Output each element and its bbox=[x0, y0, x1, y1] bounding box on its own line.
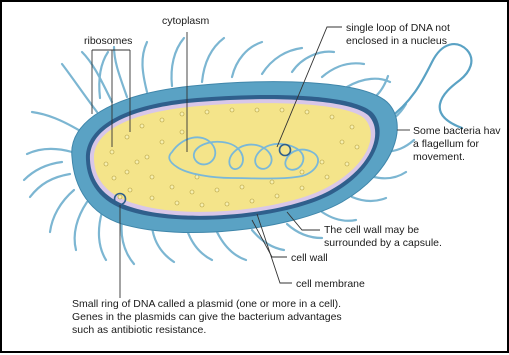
label-flagellum-line1: Some bacteria hav bbox=[413, 125, 501, 137]
caption-line3: such as antibiotic resistance. bbox=[72, 324, 492, 337]
label-ribosomes: ribosomes bbox=[84, 35, 132, 47]
caption-line1: Small ring of DNA called a plasmid (one … bbox=[72, 298, 492, 311]
plasmid-caption: Small ring of DNA called a plasmid (one … bbox=[72, 298, 492, 337]
label-dna-line2: enclosed in a nucleus bbox=[346, 35, 447, 47]
label-flagellum-line2: a flagellum for bbox=[413, 138, 479, 150]
label-flagellum-line3: movement. bbox=[413, 151, 465, 163]
label-cytoplasm: cytoplasm bbox=[162, 15, 210, 27]
flagellum bbox=[387, 44, 471, 128]
label-cell-wall: cell wall bbox=[291, 252, 328, 264]
label-dna-line1: single loop of DNA not bbox=[346, 22, 450, 34]
label-capsule-line1: The cell wall may be bbox=[324, 224, 419, 236]
label-capsule-line2: surrounded by a capsule. bbox=[324, 237, 442, 249]
label-cell-membrane: cell membrane bbox=[296, 278, 365, 290]
caption-line2: Genes in the plasmids can give the bacte… bbox=[72, 311, 492, 324]
